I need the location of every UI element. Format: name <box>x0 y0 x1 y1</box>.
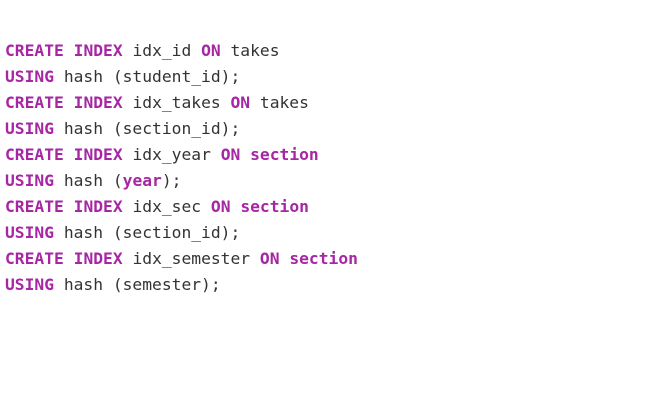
sql-text <box>64 93 74 112</box>
sql-text: hash ( <box>54 171 123 190</box>
sql-keyword: INDEX <box>73 93 123 112</box>
sql-keyword: CREATE <box>5 145 64 164</box>
sql-keyword: INDEX <box>73 41 123 60</box>
sql-keyword: ON <box>201 41 221 60</box>
sql-keyword: CREATE <box>5 249 64 268</box>
sql-keyword: INDEX <box>73 145 123 164</box>
sql-keyword: year <box>122 171 162 190</box>
code-line: USING hash (year); <box>5 168 358 194</box>
sql-text: idx_year <box>122 145 221 164</box>
sql-text <box>64 145 74 164</box>
sql-keyword: USING <box>5 275 55 294</box>
code-line: CREATE INDEX idx_takes ON takes <box>5 90 358 116</box>
sql-text: takes <box>220 41 280 60</box>
sql-keyword: INDEX <box>73 197 123 216</box>
sql-keyword: USING <box>5 171 55 190</box>
code-line: USING hash (semester); <box>5 272 358 298</box>
sql-text: takes <box>250 93 309 112</box>
code-line: CREATE INDEX idx_year ON section <box>5 142 358 168</box>
sql-keyword: ON <box>210 197 231 216</box>
sql-keyword: section <box>240 197 309 216</box>
sql-text: idx_takes <box>122 93 231 112</box>
sql-text: idx_sec <box>122 197 211 216</box>
sql-keyword: CREATE <box>5 93 64 112</box>
sql-keyword: INDEX <box>73 249 123 268</box>
code-line: CREATE INDEX idx_semester ON section <box>5 246 358 272</box>
sql-keyword: section <box>250 145 319 164</box>
code-line: CREATE INDEX idx_sec ON section <box>5 194 358 220</box>
code-line: USING hash (section_id); <box>5 220 358 246</box>
sql-text <box>64 41 74 60</box>
sql-keyword: ON <box>259 249 280 268</box>
sql-text <box>231 197 241 216</box>
code-line: USING hash (student_id); <box>5 64 358 90</box>
sql-text: hash (section_id); <box>54 223 241 242</box>
sql-text <box>64 249 74 268</box>
sql-keyword: section <box>289 249 358 268</box>
sql-text: hash (semester); <box>54 275 221 294</box>
sql-text: ); <box>161 171 182 190</box>
sql-text: idx_semester <box>122 249 260 268</box>
sql-text <box>64 197 74 216</box>
sql-keyword: USING <box>5 67 55 86</box>
sql-text: idx_id <box>122 41 202 60</box>
sql-text <box>240 145 250 164</box>
sql-keyword: CREATE <box>5 197 64 216</box>
sql-text <box>280 249 290 268</box>
sql-keyword: USING <box>5 223 55 242</box>
code-line: CREATE INDEX idx_id ON takes <box>5 38 358 64</box>
sql-keyword: ON <box>230 93 251 112</box>
sql-keyword: ON <box>220 145 241 164</box>
sql-text: hash (student_id); <box>54 67 241 86</box>
code-line: USING hash (section_id); <box>5 116 358 142</box>
sql-keyword: CREATE <box>5 41 64 60</box>
sql-text: hash (section_id); <box>54 119 241 138</box>
sql-keyword: USING <box>5 119 55 138</box>
